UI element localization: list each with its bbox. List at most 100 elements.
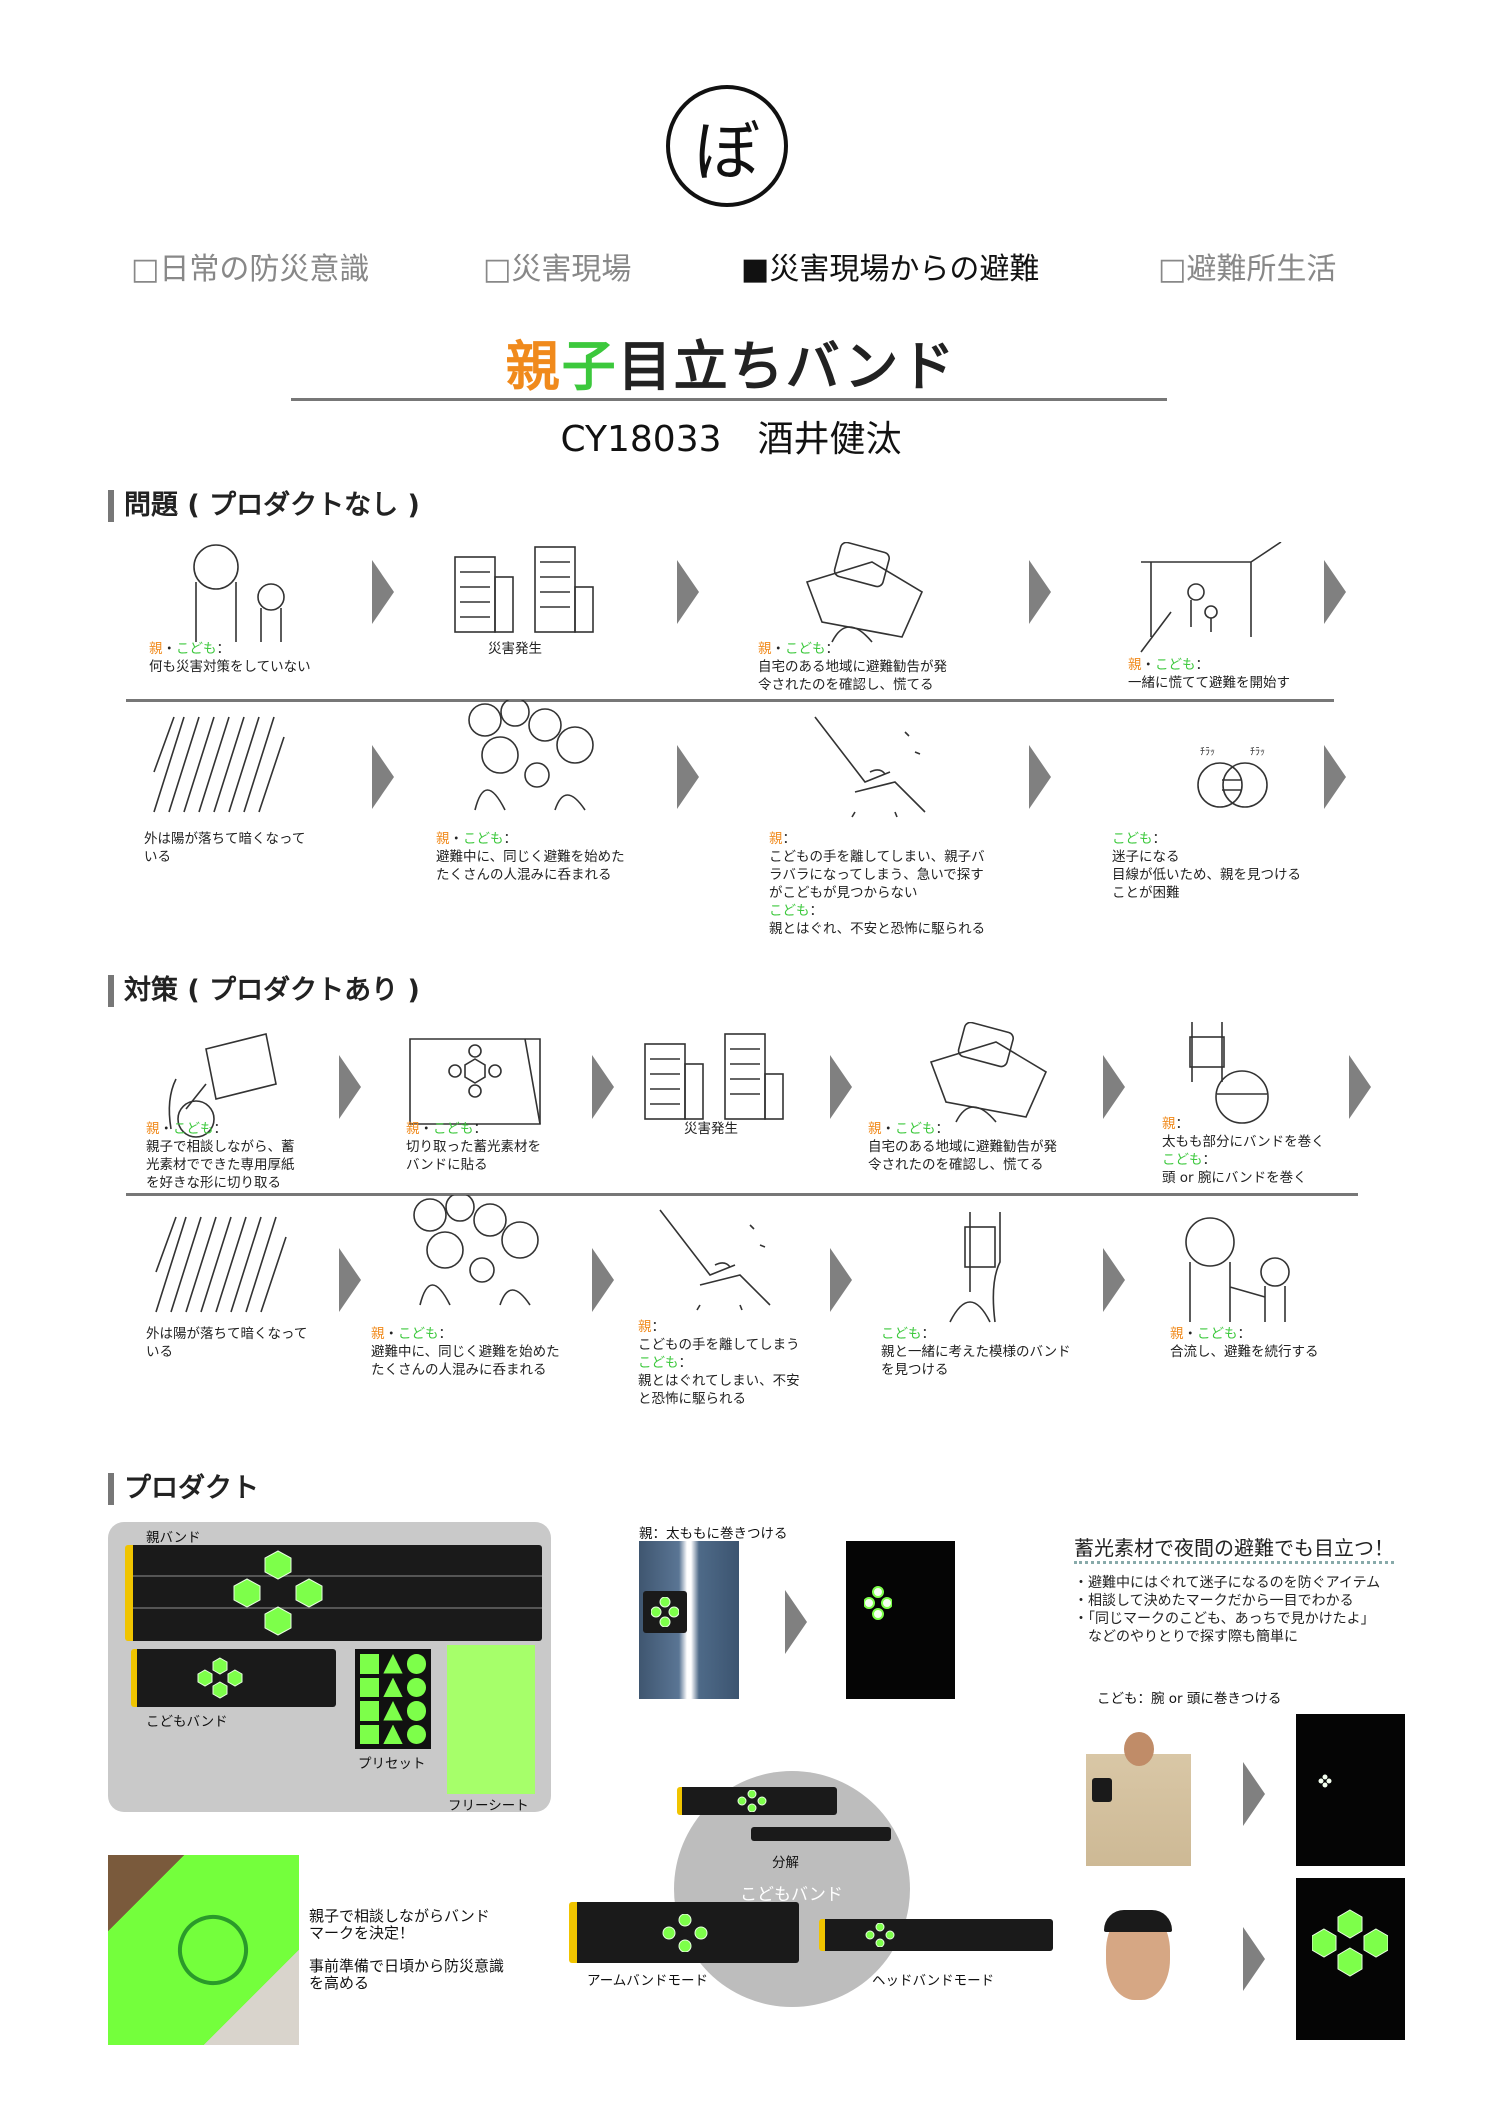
preset-label: プリセット	[358, 1756, 426, 1772]
free-sheet-label: フリーシート	[448, 1798, 529, 1814]
caption-line: 親とはぐれてしまい、不安	[638, 1373, 800, 1389]
arrow-right-icon	[372, 560, 394, 624]
label-colon: ：	[1152, 831, 1167, 847]
label-colon: ：	[935, 1121, 950, 1137]
arrow-right-icon	[677, 745, 699, 809]
hex-mark-icon	[651, 1597, 679, 1627]
bullet: ・「同じマークのこども、あっちで見かけたよ」	[1074, 1611, 1375, 1627]
logo-char: ぼ	[694, 113, 760, 190]
speaker-label: 親：	[769, 830, 985, 848]
bullet: ・避難中にはぐれて迷子になるのを防ぐアイテム	[1074, 1575, 1381, 1591]
arrow-right-icon	[830, 1055, 852, 1119]
label-kodomo: こども	[173, 1121, 214, 1137]
label-dot: ・	[771, 641, 786, 657]
label-dot: ・	[419, 1121, 434, 1137]
speaker-label: 親・こども：	[758, 640, 947, 658]
label-kodomo: こども	[433, 1121, 474, 1137]
caption-line: 一緒に慌てて避難を開始す	[1128, 675, 1290, 691]
caption-line: 何も災害対策をしていない	[149, 659, 311, 675]
speaker-label: 親・こども：	[406, 1120, 541, 1138]
caption-line: を見つける	[881, 1362, 949, 1378]
label-oya: 親	[149, 641, 163, 657]
speaker-label: 親：	[1162, 1115, 1325, 1133]
label-colon: ：	[921, 1326, 936, 1342]
sketch-hands	[640, 1205, 800, 1321]
child-head-photo	[1086, 1896, 1191, 2017]
category-disaster-site: □災害現場	[483, 252, 632, 287]
cutting-text: マークを決定！	[309, 1924, 415, 1942]
label-colon: ：	[473, 1121, 488, 1137]
speaker-label: 親・こども：	[436, 830, 625, 848]
panel-caption: 親：こどもの手を離してしまうこども：親とはぐれてしまい、不安と恐怖に駆られる	[638, 1318, 800, 1408]
label-oya: 親	[1170, 1326, 1184, 1342]
sketch-crying: ﾁﾗｯﾁﾗｯ	[1160, 735, 1320, 851]
label-oya: 親	[638, 1319, 652, 1335]
panel-caption: 親・こども：一緒に慌てて避難を開始す	[1128, 656, 1290, 692]
label-colon: ：	[216, 641, 231, 657]
label-kodomo: こども	[398, 1326, 439, 1342]
sketch-buildings	[630, 1029, 790, 1145]
label-oya: 親	[1128, 657, 1142, 673]
caption-line: がこどもが見つからない	[769, 885, 918, 901]
caption-line: 令されたのを確認し、慌てる	[758, 677, 934, 693]
head-mode-label: ヘッドバンドモード	[872, 1973, 995, 1989]
panel-caption: 外は陽が落ちて暗くなっている	[146, 1325, 307, 1361]
label-oya: 親	[371, 1326, 385, 1342]
arrow-right-icon	[785, 1590, 807, 1654]
label-kodomo: こども	[881, 1326, 922, 1342]
sketch-bandwear	[1162, 1022, 1322, 1138]
sketch-buildings	[440, 542, 600, 658]
speaker-label: 親・こども：	[149, 640, 311, 658]
speaker-label: 親・こども：	[1128, 656, 1290, 674]
arrow-right-icon	[1243, 1927, 1265, 1991]
panel-caption: 親・こども：何も災害対策をしていない	[149, 640, 311, 676]
label-oya: 親	[758, 641, 772, 657]
prep-text: 事前準備で日頃から防災意識	[309, 1957, 505, 1975]
caption-line: を好きな形に切り取る	[146, 1175, 281, 1191]
label-oya: 親	[436, 831, 450, 847]
category-daily: □日常の防災意識	[131, 252, 370, 287]
arrow-right-icon	[592, 1055, 614, 1119]
arrow-right-icon	[372, 745, 394, 809]
panel-caption: 災害発生	[684, 1120, 738, 1138]
decompose-label: 分解	[772, 1855, 799, 1871]
label-kodomo: こども	[769, 903, 810, 919]
child-band-center-label: こどもバンド	[740, 1885, 843, 1905]
speaker-label: 親・こども：	[868, 1120, 1057, 1138]
head-dark-photo	[1296, 1878, 1405, 2040]
title-rest: 目立ちバンド	[617, 335, 957, 398]
arrow-right-icon	[592, 1248, 614, 1312]
child-band-label: こどもバンド	[146, 1714, 228, 1730]
caption-line: 迷子になる	[1112, 849, 1180, 865]
panel-caption: 親・こども：親子で相談しながら、蓄光素材でできた専用厚紙を好きな形に切り取る	[146, 1120, 295, 1192]
label-colon: ：	[825, 641, 840, 657]
caption-line: 頭 or 腕にバンドを巻く	[1162, 1170, 1307, 1186]
panel-caption: 災害発生	[488, 640, 542, 658]
sketch-sheet	[400, 1029, 560, 1145]
caption-line: ラバラになってしまう、急いで探す	[769, 867, 984, 883]
child-arm-photo	[1086, 1726, 1191, 1866]
label-colon: ：	[782, 831, 797, 847]
hex-mark-icon	[737, 1790, 767, 1812]
caption-line: 親と一緒に考えた模様のバンド	[881, 1344, 1071, 1360]
hex-mark-icon	[662, 1914, 708, 1952]
bullet: ・相談して決めたマークだから一目でわかる	[1074, 1593, 1354, 1609]
label-colon: ：	[438, 1326, 453, 1342]
caption-line: 令されたのを確認し、慌てる	[868, 1157, 1044, 1173]
label-dot: ・	[449, 831, 464, 847]
speaker-label: 親・こども：	[371, 1325, 560, 1343]
caption-line: 自宅のある地域に避難勧告が発	[868, 1139, 1057, 1155]
label-oya: 親	[406, 1121, 420, 1137]
label-colon: ：	[503, 831, 518, 847]
caption-line: いる	[146, 1344, 173, 1360]
sketch-crowd	[455, 697, 615, 816]
arrow-right-icon	[1243, 1762, 1265, 1826]
caption-line: 災害発生	[488, 641, 542, 657]
glow-mark-icon	[1312, 1909, 1388, 1977]
free-sheet	[447, 1645, 535, 1794]
label-kodomo: こども	[1112, 831, 1153, 847]
speaker-label: 親・こども：	[146, 1120, 295, 1138]
arrow-right-icon	[1103, 1248, 1125, 1312]
caption-line: こどもの手を離してしまい、親子バ	[769, 849, 985, 865]
sketch-reunite	[1165, 1212, 1325, 1328]
